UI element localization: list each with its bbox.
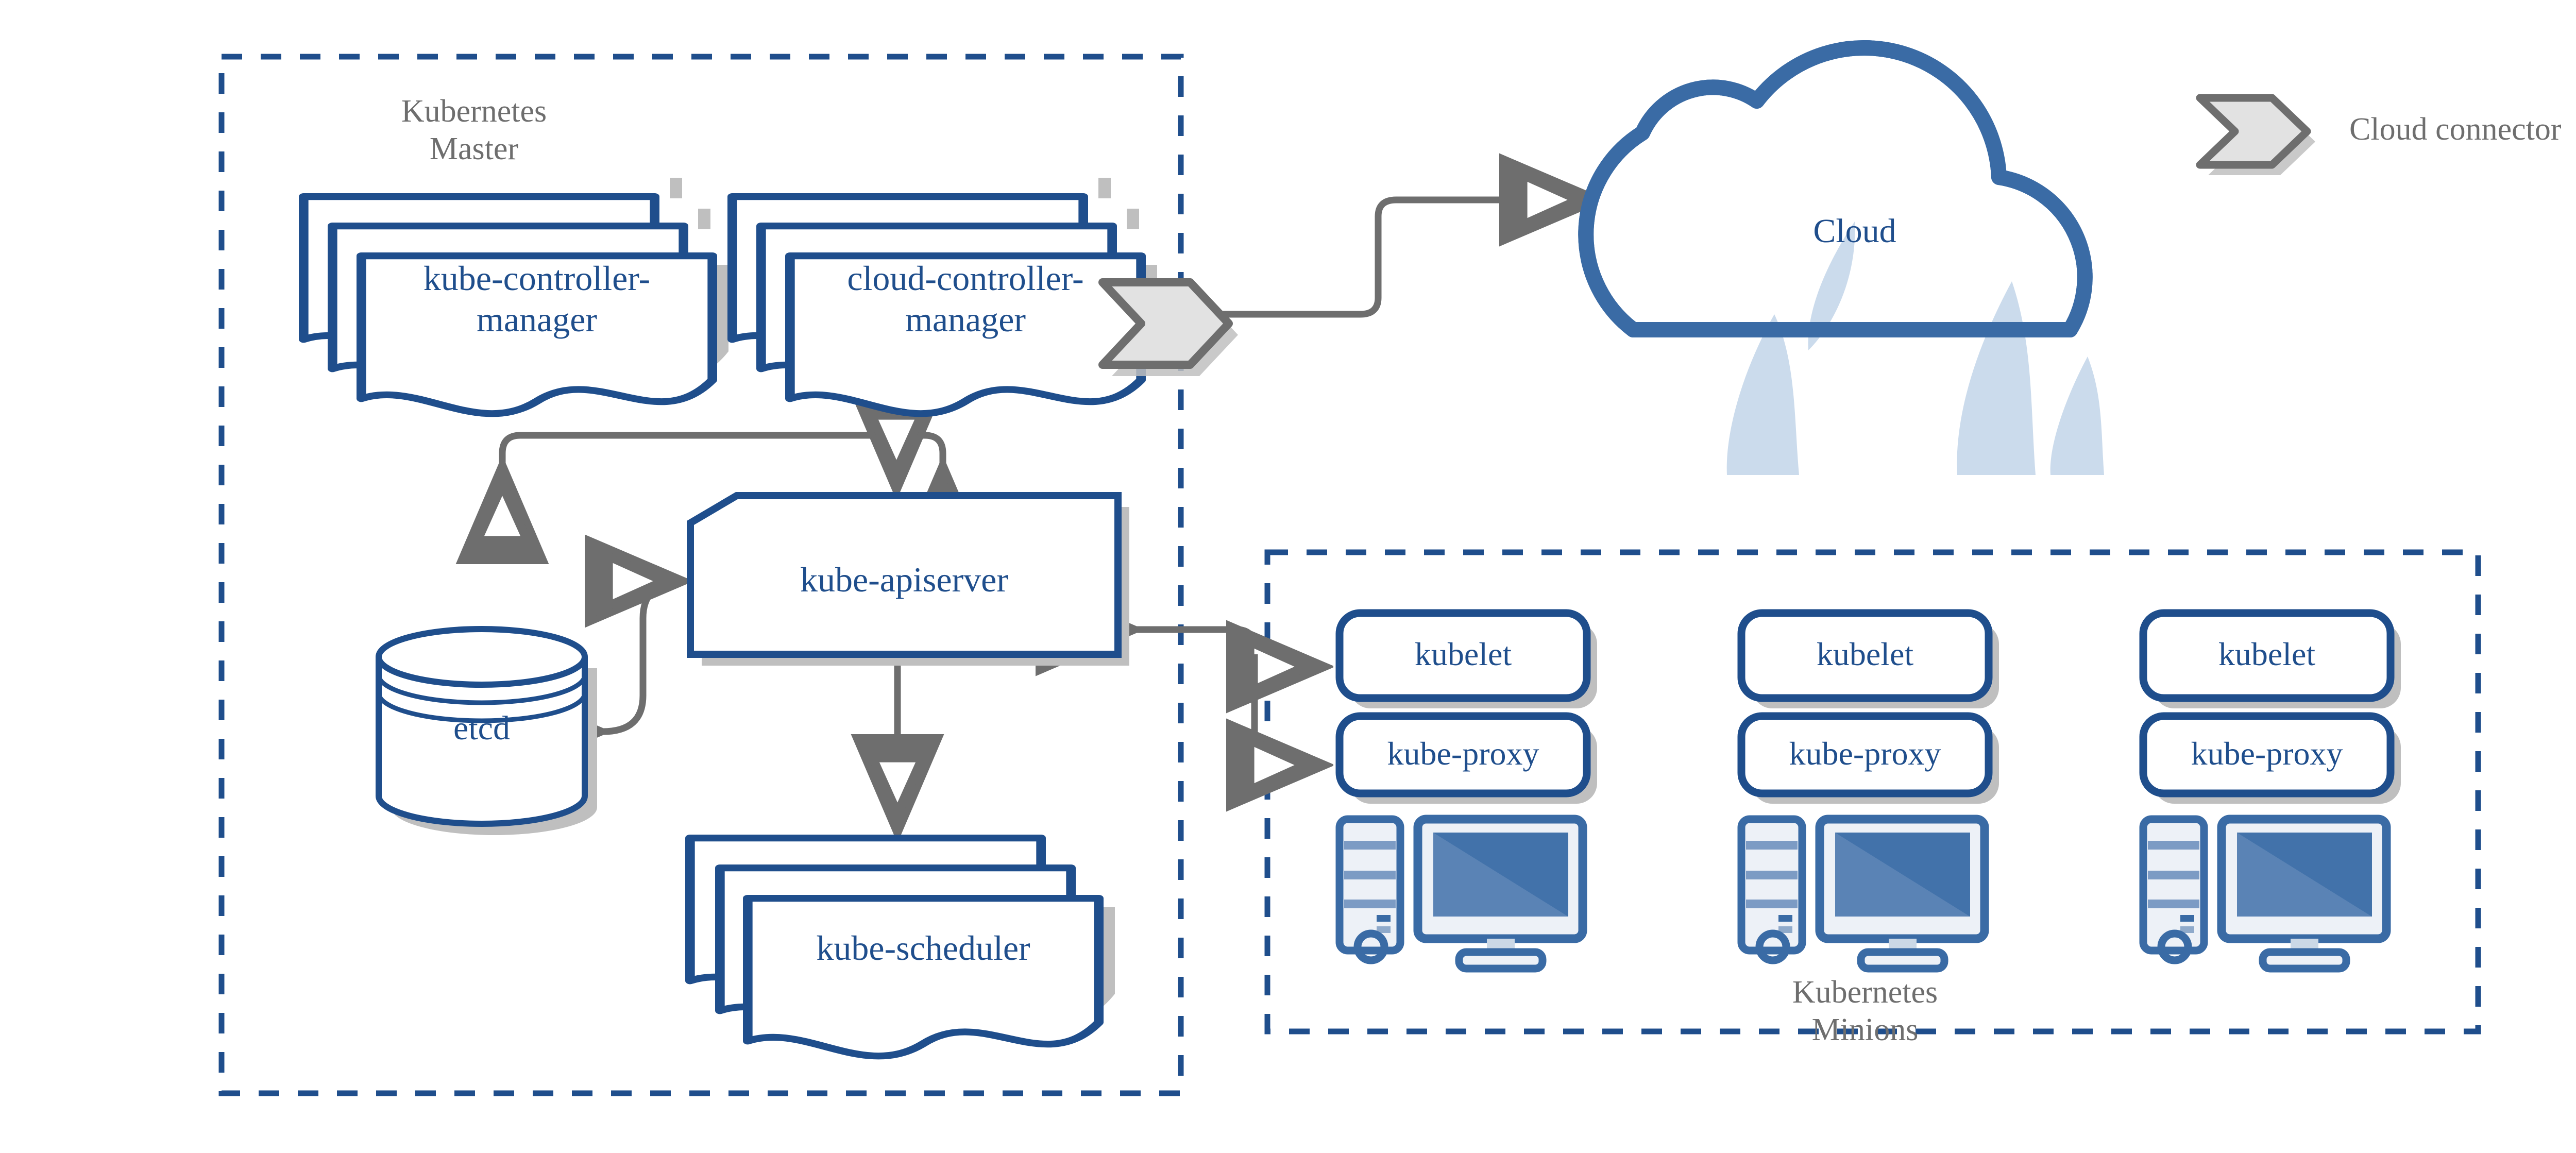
desktop-computer-icon [1335,815,1587,973]
cloud-connector-icon [1098,278,1238,376]
connector-apiserver-to-kubeproxy [1255,654,1327,765]
node-etcd [376,626,597,835]
node-kube-scheduler [690,838,1115,1056]
legend-cloud-connector-icon [2196,94,2315,175]
minion-2-kubelet-label: kubelet [1816,636,1914,672]
connector-ccm-to-apiserver [896,435,943,492]
node-label-cloud: Cloud [1813,212,1896,250]
node-kube-controller-manager [303,178,728,414]
node-cloud [1578,40,2104,475]
minion-3-kubelet-label: kubelet [2218,636,2316,672]
minion-1 [1335,609,1597,973]
node-label-kube-apiserver: kube-apiserver [800,560,1008,599]
minion-1-kube-proxy-label: kube-proxy [1387,735,1539,772]
connector-ccm-to-cloud [1170,200,1600,318]
connector-kcm-to-apiserver [502,432,886,464]
minion-3 [2139,609,2401,973]
connector-apiserver-to-etcd [603,581,685,732]
group-label-minions: Kubernetes Minions [1792,975,1938,1048]
desktop-computer-icon [2139,815,2391,973]
connector-apiserver-to-kubelet [1136,630,1327,667]
node-label-cloud-controller-manager: cloud-controller- manager [847,259,1084,340]
node-cloud-controller-manager [732,178,1157,414]
desktop-computer-icon [1737,815,1989,973]
minion-3-kube-proxy-label: kube-proxy [2191,735,2343,772]
minion-2 [1737,609,1999,973]
node-label-kube-controller-manager: kube-controller- manager [423,259,651,340]
group-label-master: Kubernetes Master [401,94,547,167]
minion-2-kube-proxy-label: kube-proxy [1789,735,1941,772]
group-box-master [218,54,1184,1096]
minion-1-kubelet-label: kubelet [1414,636,1512,672]
node-label-kube-scheduler: kube-scheduler [816,928,1030,968]
legend-label: Cloud connector [2349,112,2562,147]
node-kube-apiserver [687,492,1129,666]
node-label-etcd: etcd [453,709,510,747]
